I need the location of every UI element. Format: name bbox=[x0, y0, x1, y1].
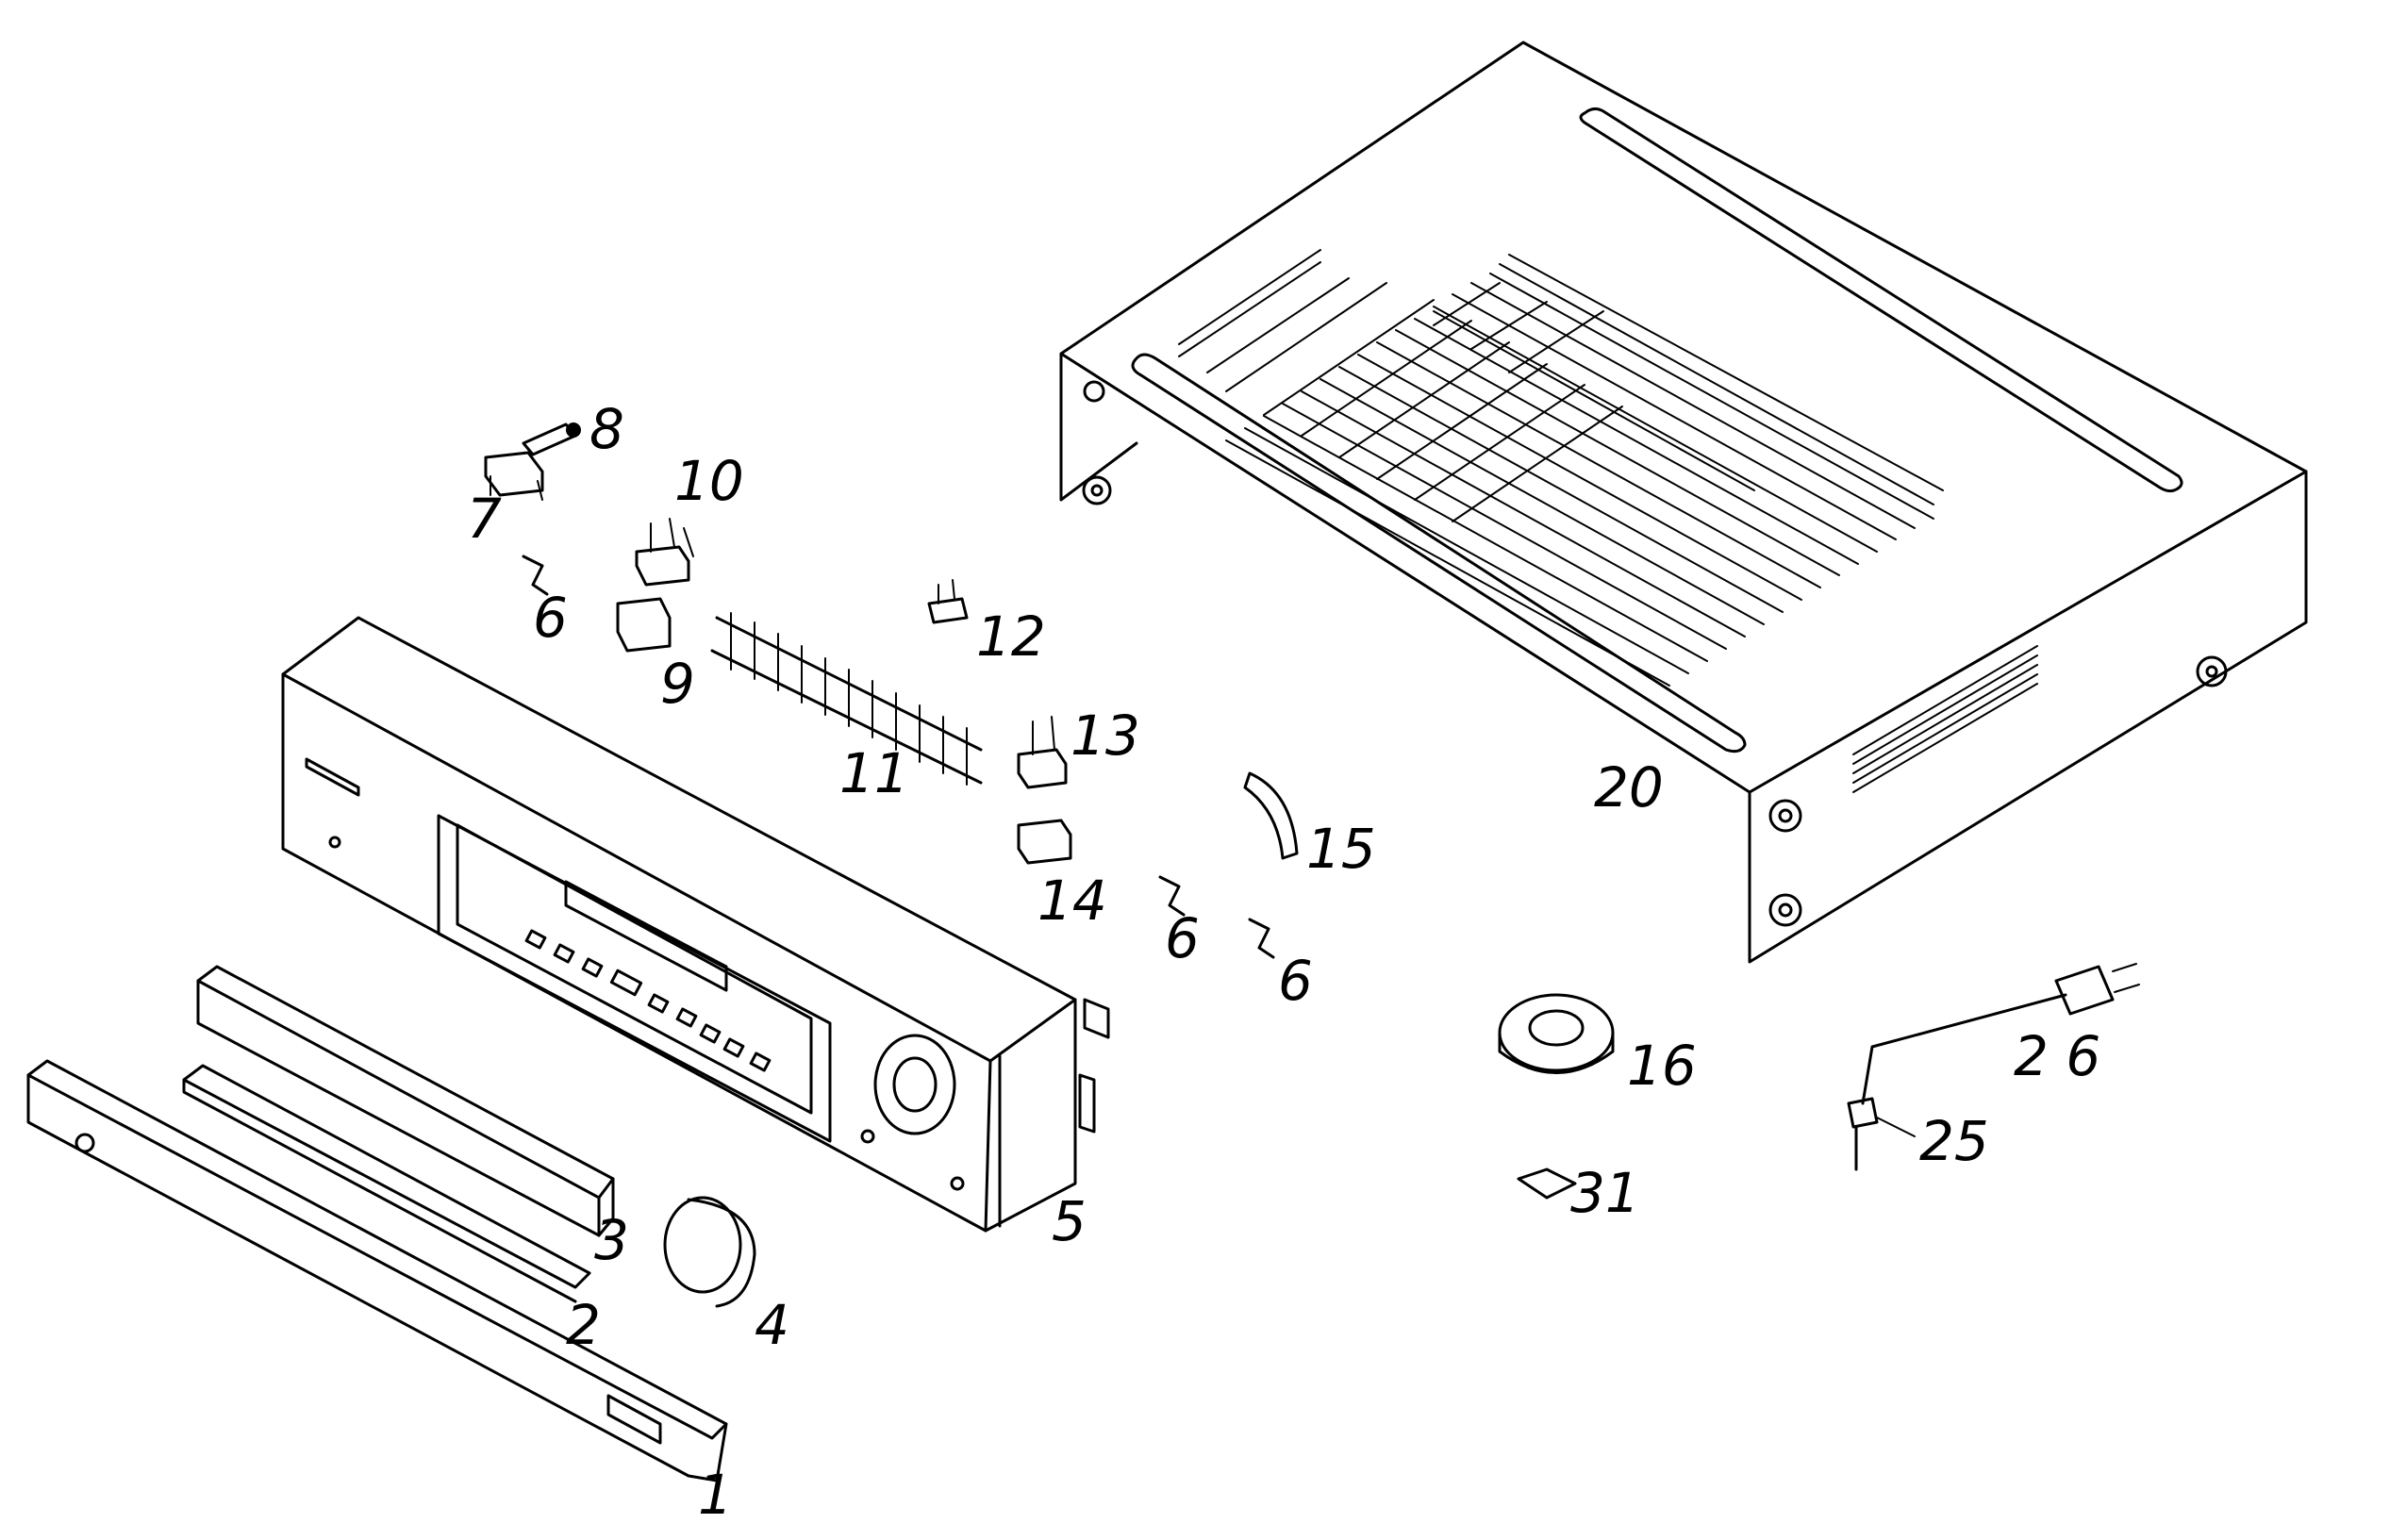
callout-20: 20 bbox=[1594, 755, 1664, 820]
callout-6a: 6 bbox=[533, 586, 568, 650]
lens-part-15 bbox=[1243, 771, 1299, 860]
button-strip-part-2 bbox=[182, 1064, 591, 1303]
callout-9: 9 bbox=[660, 652, 695, 716]
callout-11: 11 bbox=[839, 741, 909, 805]
callout-5: 5 bbox=[1052, 1189, 1087, 1253]
pad-part-31 bbox=[1517, 1167, 1577, 1200]
switch-part-14 bbox=[1017, 819, 1072, 865]
callout-26: 2 6 bbox=[2014, 1024, 2100, 1088]
callout-2: 2 bbox=[566, 1293, 601, 1357]
callout-16: 16 bbox=[1627, 1034, 1697, 1098]
callout-1: 1 bbox=[698, 1463, 733, 1527]
callout-6c: 6 bbox=[1278, 949, 1313, 1013]
callout-6b: 6 bbox=[1165, 906, 1200, 970]
switch-part-12 bbox=[927, 579, 969, 624]
callout-15: 15 bbox=[1306, 817, 1376, 881]
callout-8: 8 bbox=[589, 397, 624, 461]
callout-12: 12 bbox=[976, 604, 1046, 669]
knob-part-4 bbox=[663, 1196, 756, 1308]
front-panel-part-5 bbox=[281, 616, 1110, 1233]
callout-14: 14 bbox=[1037, 869, 1107, 933]
switch-part-13 bbox=[1017, 716, 1068, 789]
callout-3: 3 bbox=[594, 1208, 629, 1272]
callout-31: 31 bbox=[1570, 1161, 1640, 1225]
window-bar-part-3 bbox=[196, 965, 615, 1237]
clip-part-6b bbox=[1158, 875, 1186, 917]
foot-part-16 bbox=[1498, 993, 1615, 1074]
callout-7: 7 bbox=[467, 487, 502, 551]
callout-10: 10 bbox=[674, 449, 744, 513]
callout-13: 13 bbox=[1071, 704, 1140, 768]
clip-part-6c bbox=[1248, 918, 1275, 959]
cord-bushing-part-25 bbox=[1847, 1097, 1879, 1171]
switch-part-10 bbox=[635, 518, 694, 587]
power-cord-part-26 bbox=[1861, 963, 2140, 1105]
switch-row-part-11 bbox=[710, 612, 983, 786]
switch-part-9 bbox=[616, 597, 672, 653]
leader-line-25 bbox=[1876, 1117, 1916, 1137]
clip-part-6a bbox=[522, 555, 549, 596]
top-cover-part-20 bbox=[1059, 41, 2308, 964]
switch-part-7 bbox=[484, 451, 544, 501]
bulb-part-8 bbox=[522, 422, 581, 456]
callout-4: 4 bbox=[755, 1293, 789, 1357]
front-trim-part-1 bbox=[26, 1059, 728, 1482]
callout-25: 25 bbox=[1919, 1109, 1989, 1173]
